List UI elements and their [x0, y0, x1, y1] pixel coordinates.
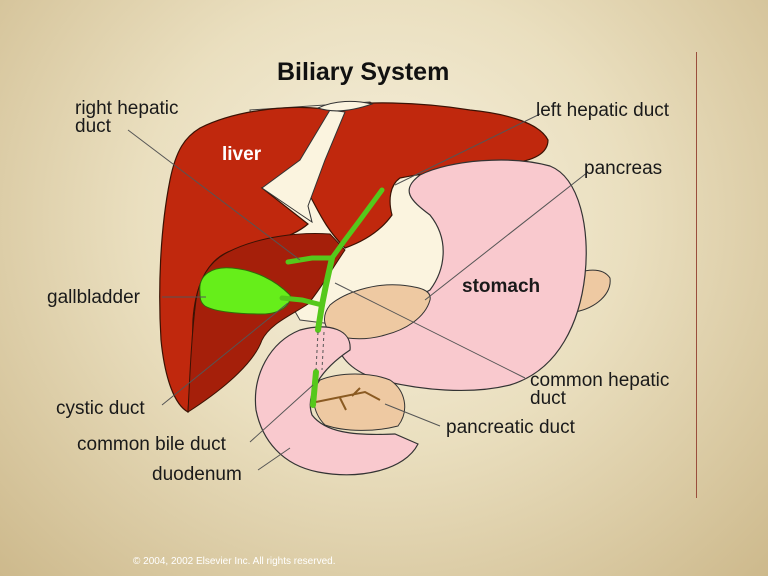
duodenum — [254, 326, 419, 476]
stomach — [334, 159, 587, 392]
gallbladder — [199, 267, 291, 315]
copyright-notice: © 2004, 2002 Elsevier Inc. All rights re… — [133, 556, 336, 567]
leader-pancreas — [424, 171, 589, 301]
leader-pancreatic — [384, 403, 441, 427]
leader-duodenum — [257, 447, 291, 471]
falciform-ligament — [261, 109, 346, 224]
leader-left-hepatic — [394, 113, 541, 186]
label-duodenum: duodenum — [152, 464, 242, 485]
bile-ducts — [279, 187, 385, 408]
leader-common-hepatic — [334, 282, 526, 379]
label-common-hepatic-duct-line2: duct — [530, 388, 566, 409]
label-pancreatic-duct: pancreatic duct — [446, 417, 575, 438]
liver-label: liver — [222, 144, 262, 165]
label-cystic-duct: cystic duct — [56, 398, 145, 419]
leader-common-bile — [249, 384, 314, 443]
right-hepatic-duct-path — [285, 255, 335, 265]
common-bile-duct-path — [315, 302, 325, 333]
label-right-hepatic-duct-line2: duct — [75, 116, 111, 137]
leader-cystic — [161, 302, 289, 406]
hidden-duct-segment — [315, 331, 319, 371]
label-common-hepatic-duct-line1: common hepatic — [530, 370, 670, 391]
left-hepatic-duct-path — [329, 187, 385, 261]
pancreas-head — [313, 373, 406, 431]
label-gallbladder: gallbladder — [47, 287, 140, 308]
label-pancreas: pancreas — [584, 158, 663, 179]
common-bile-duct-lower — [310, 369, 319, 408]
pancreatic-duct-path — [315, 387, 381, 411]
leader-right-hepatic — [127, 129, 301, 261]
stomach-label: stomach — [462, 276, 541, 297]
ligament-top — [316, 100, 374, 112]
common-hepatic-duct-path — [319, 255, 335, 308]
label-right-hepatic-duct-line1: right hepatic — [75, 98, 179, 119]
hidden-duct-segment-2 — [321, 331, 325, 371]
leader-lines — [127, 113, 589, 471]
label-common-bile-duct: common bile duct — [77, 434, 226, 455]
cystic-duct-path — [279, 295, 325, 308]
diagram-title: Biliary System — [277, 58, 450, 86]
label-left-hepatic-duct: left hepatic duct — [536, 100, 670, 121]
right-rule — [696, 52, 697, 498]
